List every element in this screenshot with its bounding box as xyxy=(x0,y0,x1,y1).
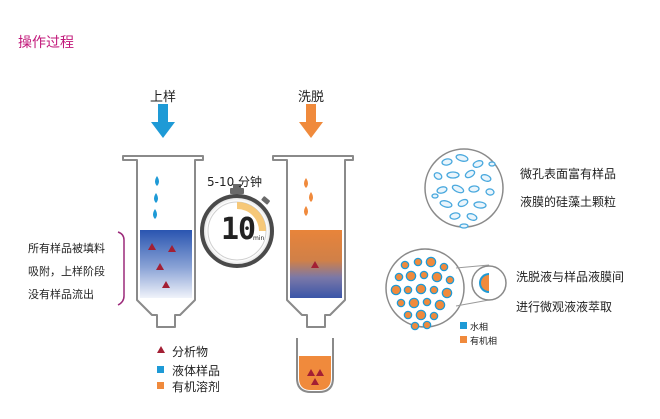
left-column-tube xyxy=(122,155,204,328)
legend-organic-solvent-label: 有机溶剂 xyxy=(172,380,221,394)
pore-oval xyxy=(468,185,480,193)
pore-oval xyxy=(449,212,461,220)
analyte-triangle-icon xyxy=(168,245,176,252)
pore-oval xyxy=(436,186,448,194)
legend-liquid-sample-icon xyxy=(157,366,164,373)
droplet-icon xyxy=(304,178,308,188)
organic-droplet-dot xyxy=(417,285,425,293)
organic-droplet-dot xyxy=(412,323,418,329)
analyte-triangle-icon xyxy=(148,243,156,250)
pore-oval xyxy=(455,154,469,162)
pore-oval xyxy=(433,172,443,180)
left-note-line: 吸附，上样阶段 xyxy=(28,265,105,278)
zoom-line xyxy=(455,264,490,269)
legend-organic-solvent-icon xyxy=(157,382,164,389)
organic-droplet-dot xyxy=(431,287,437,293)
stopwatch-icon xyxy=(200,184,274,268)
right-top-text-line: 液膜的硅藻土颗粒 xyxy=(520,195,617,209)
left-note-line: 没有样品流出 xyxy=(28,288,94,301)
organic-droplet-dot xyxy=(417,311,425,319)
organic-droplet-dot xyxy=(407,272,415,280)
pore-oval xyxy=(451,184,465,194)
pore-oval xyxy=(488,161,496,167)
analyte-triangle-icon xyxy=(307,369,315,376)
organic-droplet-dot xyxy=(447,277,453,283)
legend-analyte-label: 分析物 xyxy=(172,345,209,359)
organic-droplet-dot xyxy=(398,300,404,306)
right-top-text-line: 微孔表面富有样品 xyxy=(520,167,617,181)
diatomite-particle-circle xyxy=(424,148,504,229)
pore-oval xyxy=(480,174,492,182)
pore-oval xyxy=(466,213,478,221)
organic-droplet-dot xyxy=(405,312,411,318)
legend-organic-phase-icon xyxy=(460,336,467,343)
organic-droplet-dot xyxy=(396,274,402,280)
pore-oval xyxy=(485,188,495,196)
step-label-elute: 洗脱 xyxy=(298,90,325,105)
zoom-detail-circle xyxy=(471,265,507,301)
organic-droplet-dot xyxy=(441,264,447,270)
organic-droplet-dot xyxy=(427,258,435,266)
organic-droplet-dot xyxy=(421,272,427,278)
pore-oval xyxy=(446,171,460,179)
right-drops xyxy=(304,178,313,216)
droplet-icon xyxy=(154,193,158,203)
left-note-line: 所有样品被填料 xyxy=(28,242,105,255)
droplet-icon xyxy=(155,176,159,186)
timer-number: 10 xyxy=(221,212,256,247)
page-title: 操作过程 xyxy=(18,35,74,51)
legend-organic-phase-label: 有机相 xyxy=(470,337,498,347)
pore-oval xyxy=(472,160,484,168)
arrow-down-blue-icon xyxy=(151,104,175,138)
timer-label: 5-10 分钟 xyxy=(207,175,263,189)
droplet-icon xyxy=(153,209,157,219)
droplet-icon xyxy=(309,192,313,202)
pore-oval xyxy=(459,223,469,229)
legend-water-phase-icon xyxy=(460,322,467,329)
legend-analyte-icon xyxy=(157,346,165,353)
organic-droplet-dot xyxy=(431,313,437,319)
organic-droplet-dot xyxy=(424,299,430,305)
right-column-tube xyxy=(272,155,354,328)
organic-droplet-dot xyxy=(415,259,421,265)
analyte-triangle-icon xyxy=(316,369,324,376)
arrow-down-orange-icon xyxy=(299,104,323,138)
organic-droplet-dot xyxy=(433,273,441,281)
analyte-triangle-icon xyxy=(311,261,319,268)
organic-droplet-dot xyxy=(443,289,451,297)
pore-oval xyxy=(473,201,487,209)
droplet-icon xyxy=(304,206,308,216)
zoom-line xyxy=(455,299,490,307)
step-label-load: 上样 xyxy=(150,90,177,105)
right-bottom-text-line: 洗脱液与样品液膜间 xyxy=(516,270,625,284)
timer-unit: min xyxy=(253,235,265,242)
collection-vial xyxy=(296,338,334,393)
left-note: 所有样品被填料 吸附，上样阶段 没有样品流出 xyxy=(28,237,105,306)
pore-oval xyxy=(431,193,439,199)
analyte-triangle-icon xyxy=(162,281,170,288)
left-drops xyxy=(153,176,159,219)
organic-droplet-dot xyxy=(436,301,444,309)
legend-liquid-sample-label: 液体样品 xyxy=(172,364,221,378)
pore-oval xyxy=(464,169,476,179)
analyte-triangle-icon xyxy=(156,263,164,270)
organic-droplet-dot xyxy=(392,286,400,294)
pore-oval xyxy=(439,200,453,208)
organic-droplet-dot xyxy=(410,299,418,307)
pore-oval xyxy=(457,198,469,208)
organic-droplet-dot xyxy=(405,287,411,293)
right-bottom-text-line: 进行微观液液萃取 xyxy=(516,300,613,314)
analyte-triangle-icon xyxy=(311,378,319,385)
pore-oval xyxy=(441,158,453,166)
organic-droplet-dot xyxy=(424,322,430,328)
extraction-particle-circle xyxy=(385,248,465,331)
left-analytes xyxy=(148,243,176,288)
organic-droplet-dot xyxy=(402,262,408,268)
legend-water-phase-label: 水相 xyxy=(470,323,489,333)
left-bracket xyxy=(117,231,125,306)
